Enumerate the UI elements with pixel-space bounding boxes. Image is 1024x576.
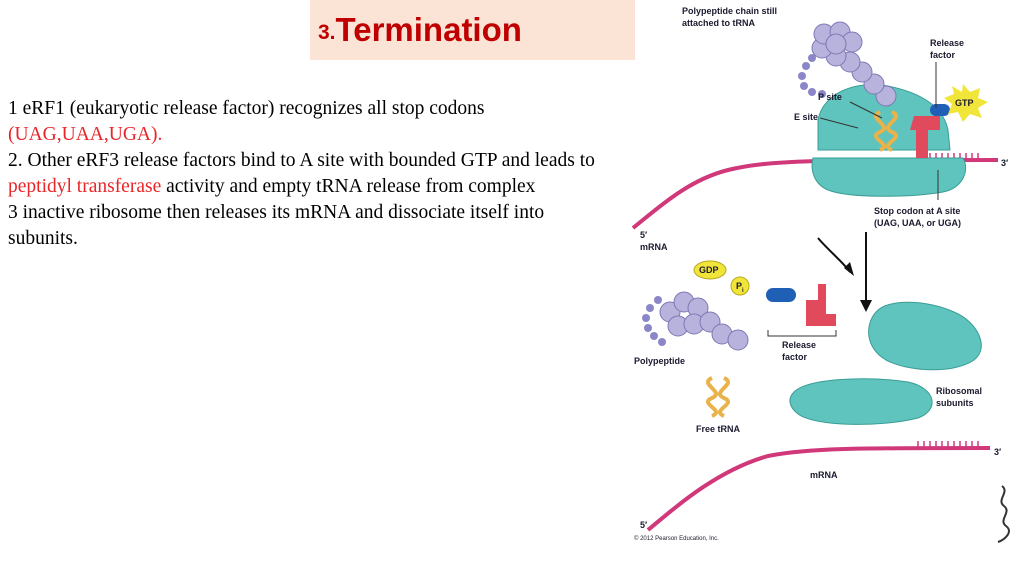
- label-pi-sub: i: [742, 288, 744, 294]
- label-three-prime-top: 3′: [1001, 158, 1008, 168]
- label-release-factor-bottom-1: Release: [782, 340, 816, 350]
- label-release-factor-top-1: Release: [930, 38, 964, 48]
- label-copyright: © 2012 Pearson Education, Inc.: [634, 535, 719, 542]
- ribosomal-subunit-small: [789, 378, 933, 425]
- release-factor-erf1-bottom: [806, 284, 836, 326]
- ribosomal-subunit-large: [868, 301, 982, 371]
- termination-diagram: GTP Polypeptide chain still attached to …: [631, 6, 1010, 543]
- label-pi: P: [736, 281, 742, 291]
- codon-ticks-bottom: [917, 441, 979, 448]
- polypeptide-coil-top: [798, 54, 826, 98]
- mrna-strand-bottom: [646, 446, 991, 532]
- pi-circle: [730, 276, 750, 296]
- erf3-bottom: [766, 288, 796, 302]
- gtp-burst: [944, 84, 988, 122]
- title-word: Termination: [335, 11, 522, 48]
- label-p-site: P site: [818, 92, 842, 102]
- label-polypeptide: Polypeptide: [634, 356, 685, 366]
- point-3: 3 inactive ribosome then releases its mR…: [8, 200, 618, 252]
- gdp-ellipse: [693, 260, 727, 280]
- termination-points: 1 eRF1 (eukaryotic release factor) recog…: [8, 96, 618, 252]
- point-3-text: 3 inactive ribosome then releases its mR…: [8, 202, 545, 249]
- label-five-prime-bottom: 5′: [640, 520, 647, 530]
- label-gdp: GDP: [699, 265, 719, 275]
- release-factor-bracket: [767, 330, 837, 337]
- label-e-site: E site: [794, 112, 818, 122]
- label-polypeptide-still-1: Polypeptide chain still: [682, 6, 777, 16]
- slide-title: 3. Termination: [310, 0, 635, 60]
- label-mrna-bottom: mRNA: [810, 470, 838, 480]
- polypeptide-chain-top: [811, 21, 897, 107]
- point-1: 1 eRF1 (eukaryotic release factor) recog…: [8, 96, 618, 148]
- stop-codons-highlight: (UAG,UAA,UGA).: [8, 124, 163, 145]
- ribosome-small-subunit: [811, 157, 967, 197]
- signature-mark: [997, 485, 1010, 543]
- label-stop-codon-2: (UAG, UAA, or UGA): [874, 218, 961, 228]
- label-release-factor-bottom-2: factor: [782, 352, 808, 362]
- peptidyl-transferase-highlight: peptidyl transferase: [8, 176, 162, 197]
- label-free-trna: Free tRNA: [696, 424, 741, 434]
- label-ribosomal-2: subunits: [936, 398, 974, 408]
- label-ribosomal-1: Ribosomal: [936, 386, 982, 396]
- label-stop-codon-1: Stop codon at A site: [874, 206, 960, 216]
- gtp-label: GTP: [955, 98, 974, 108]
- point-2: 2. Other eRF3 release factors bind to A …: [8, 148, 618, 200]
- free-trna: [706, 376, 730, 418]
- label-five-prime-top: 5′: [640, 230, 647, 240]
- point-2-text-a: 2. Other eRF3 release factors bind to A …: [8, 150, 595, 171]
- polypeptide-coil-bottom: [642, 296, 666, 346]
- label-three-prime-bottom: 3′: [994, 447, 1001, 457]
- label-polypeptide-still-2: attached to tRNA: [682, 18, 756, 28]
- point-2-text-b: activity and empty tRNA release from com…: [161, 176, 536, 197]
- release-factor-erf1-top: [910, 104, 940, 158]
- polypeptide-free: [659, 291, 749, 351]
- erf3-top: [930, 104, 950, 116]
- point-1-text: 1 eRF1 (eukaryotic release factor) recog…: [8, 98, 485, 119]
- label-release-factor-top-2: factor: [930, 50, 956, 60]
- trna-p-site: [874, 110, 898, 152]
- title-number: 3.: [318, 21, 336, 44]
- label-mrna-top: mRNA: [640, 242, 668, 252]
